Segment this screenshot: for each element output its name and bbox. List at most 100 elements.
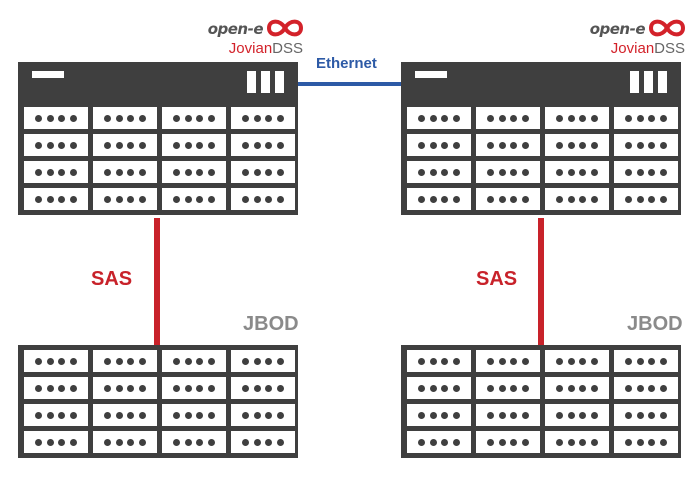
drive-led-icon — [486, 141, 494, 149]
drive-led-icon — [441, 411, 449, 419]
status-bars — [630, 71, 667, 93]
drive-bay — [407, 377, 471, 399]
right-jbod — [401, 345, 681, 458]
drive-led-icon — [139, 114, 147, 122]
drive-bay — [231, 188, 295, 210]
drive-led-icon — [660, 114, 668, 122]
drive-led-icon — [115, 141, 123, 149]
drive-led-icon — [103, 195, 111, 203]
drive-led-icon — [196, 114, 204, 122]
drive-led-icon — [139, 357, 147, 365]
drive-led-icon — [417, 168, 425, 176]
drive-led-icon — [522, 195, 530, 203]
drive-led-icon — [127, 114, 135, 122]
drive-led-icon — [253, 168, 261, 176]
drive-led-icon — [453, 411, 461, 419]
drive-led-icon — [441, 438, 449, 446]
drive-led-icon — [591, 195, 599, 203]
optical-drive-slot — [32, 71, 64, 78]
drive-bay — [24, 161, 88, 183]
drive-bay — [614, 107, 678, 129]
drive-led-icon — [486, 357, 494, 365]
drive-bay — [407, 161, 471, 183]
drive-led-icon — [46, 384, 54, 392]
drive-led-icon — [648, 168, 656, 176]
server-front-panel — [401, 62, 681, 102]
drive-led-icon — [208, 357, 216, 365]
drive-bay — [476, 134, 540, 156]
drive-led-icon — [522, 168, 530, 176]
drive-led-icon — [591, 141, 599, 149]
drive-led-icon — [441, 141, 449, 149]
optical-drive-slot — [415, 71, 447, 78]
drive-bay — [162, 161, 226, 183]
drive-bay — [231, 350, 295, 372]
drive-led-icon — [58, 168, 66, 176]
drive-led-icon — [184, 384, 192, 392]
drive-led-icon — [172, 357, 180, 365]
drive-led-icon — [241, 114, 249, 122]
drive-bay — [231, 161, 295, 183]
drive-led-icon — [184, 357, 192, 365]
drive-led-icon — [265, 141, 273, 149]
drive-led-icon — [103, 357, 111, 365]
drive-led-icon — [196, 168, 204, 176]
drive-bay — [231, 404, 295, 426]
drive-led-icon — [58, 411, 66, 419]
infinity-logo-icon — [267, 19, 303, 37]
drive-led-icon — [277, 168, 285, 176]
drive-led-icon — [648, 114, 656, 122]
drive-led-icon — [103, 438, 111, 446]
drive-led-icon — [453, 384, 461, 392]
ethernet-cable — [298, 82, 402, 86]
drive-bay — [162, 404, 226, 426]
drive-bay — [162, 107, 226, 129]
drive-bay — [24, 134, 88, 156]
drive-led-icon — [58, 357, 66, 365]
drive-led-icon — [253, 114, 261, 122]
drive-led-icon — [58, 141, 66, 149]
drive-led-icon — [624, 114, 632, 122]
drive-led-icon — [265, 195, 273, 203]
drive-led-icon — [417, 384, 425, 392]
drive-led-icon — [184, 141, 192, 149]
drive-led-icon — [636, 438, 644, 446]
drive-bays — [401, 345, 681, 458]
drive-led-icon — [34, 141, 42, 149]
drive-bay — [24, 107, 88, 129]
drive-led-icon — [486, 114, 494, 122]
drive-led-icon — [624, 168, 632, 176]
drive-led-icon — [579, 114, 587, 122]
drive-led-icon — [139, 168, 147, 176]
drive-led-icon — [70, 168, 78, 176]
drive-bay — [545, 188, 609, 210]
drive-led-icon — [265, 411, 273, 419]
status-bars — [247, 71, 284, 93]
drive-led-icon — [417, 141, 425, 149]
server-front-panel — [18, 62, 298, 102]
brand-name: open-e — [589, 20, 646, 38]
drive-led-icon — [241, 411, 249, 419]
drive-led-icon — [567, 357, 575, 365]
drive-led-icon — [567, 384, 575, 392]
drive-led-icon — [486, 195, 494, 203]
right-sas-cable — [538, 218, 544, 345]
drive-led-icon — [510, 114, 518, 122]
drive-bay — [614, 161, 678, 183]
drive-bay — [545, 161, 609, 183]
drive-led-icon — [277, 114, 285, 122]
drive-bay — [24, 404, 88, 426]
drive-led-icon — [115, 168, 123, 176]
drive-led-icon — [184, 438, 192, 446]
drive-led-icon — [555, 438, 563, 446]
drive-led-icon — [34, 384, 42, 392]
drive-bay — [545, 350, 609, 372]
drive-led-icon — [115, 114, 123, 122]
drive-led-icon — [34, 114, 42, 122]
drive-led-icon — [522, 114, 530, 122]
drive-bay — [407, 107, 471, 129]
drive-bays — [18, 102, 298, 215]
drive-led-icon — [453, 114, 461, 122]
drive-led-icon — [579, 411, 587, 419]
drive-led-icon — [648, 411, 656, 419]
